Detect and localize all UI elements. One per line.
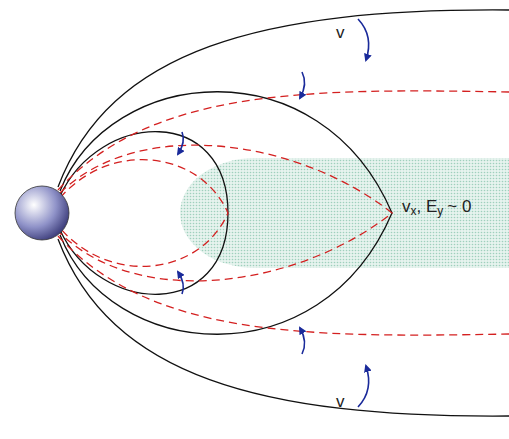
flow-label: v [402,197,411,216]
flow-label: y [437,204,443,218]
stretched-field-lines [58,91,509,335]
planet [15,186,69,240]
flow-label: v [336,24,345,41]
flow-arrows [178,19,369,407]
field-lines [58,10,509,416]
flow-label: v [336,393,345,410]
flow-label: x [411,204,417,218]
plasma-sheet [180,158,509,268]
null-flow-label: vx, Ey ~ 0 [402,198,471,217]
flow-label: ~ 0 [447,197,471,216]
flow-label: , E [417,197,438,216]
